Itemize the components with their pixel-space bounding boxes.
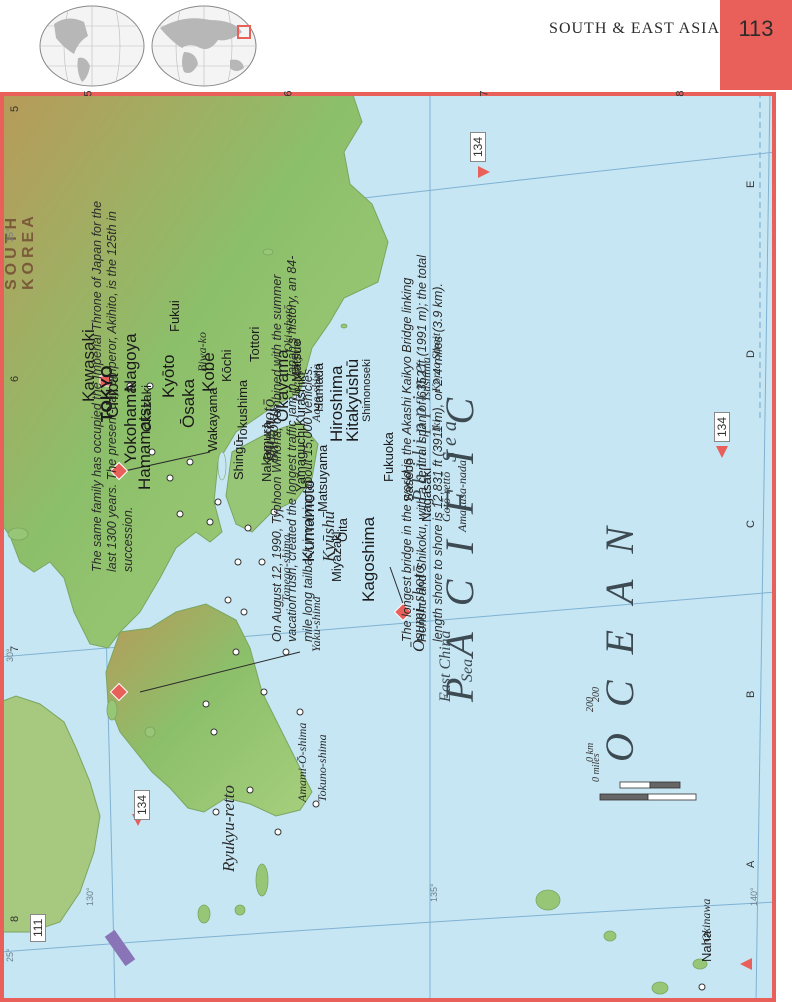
grid-row-label-top-5: 5: [82, 90, 95, 97]
city-label-kyoto: Kyōto: [159, 354, 178, 398]
ocean-label-ocean: OCEAN: [597, 500, 642, 762]
label-kyushu: Kyūshū: [319, 511, 338, 562]
page-ref-134-top[interactable]: 134: [470, 131, 486, 162]
city-label-okazaki: Okazaki: [139, 385, 154, 432]
grid-col-label-a: A: [745, 860, 757, 868]
label-okinawa: Okinawa: [699, 898, 713, 942]
fact-note-akashi-bridge: The longest bridge in the world is the A…: [400, 254, 445, 642]
scale-bar: [599, 781, 697, 801]
world-locator-globe-icon: [39, 5, 257, 87]
city-label-kagoshima: Kagoshima: [359, 516, 378, 602]
grid-col-label-b: B: [745, 690, 757, 698]
city-label-kochi: Kōchi: [219, 349, 234, 382]
grid-row-label-left-5: 5: [9, 105, 21, 112]
shikoku-landmass: [225, 421, 319, 533]
city-label-shingu: Shingū: [231, 439, 246, 480]
west-page-ref-arrow: [740, 958, 752, 970]
page-ref-134-right[interactable]: 134: [714, 411, 730, 442]
page-ref-111[interactable]: 111: [30, 913, 46, 942]
grid-row-label-top-6: 6: [282, 90, 295, 97]
latitude-label-35: 35°: [5, 228, 15, 242]
city-label-fukui: Fukui: [167, 300, 182, 332]
grid-row-label-top-7: 7: [478, 90, 491, 97]
small-islands: [7, 248, 708, 995]
city-dots: [126, 382, 706, 991]
scale-miles-label: 0 miles: [591, 753, 602, 782]
grid-col-label-d: D: [745, 350, 757, 358]
grid-row-label-left-8: 8: [9, 915, 21, 922]
label-biwa-ko: Biwa-ko: [195, 332, 209, 372]
section-title: SOUTH & EAST ASIA: [549, 20, 720, 37]
page-number: 113: [738, 16, 774, 41]
city-label-shimonoseki: Shimonoseki: [361, 359, 373, 422]
city-label-kitakyushu: Kitakyūshū: [343, 358, 362, 442]
page-header: SOUTH & EAST ASIA 113: [0, 0, 792, 92]
latitude-label-25: 25°: [5, 948, 15, 962]
city-label-fukuoka: Fukuoka: [381, 432, 396, 482]
fact-note-typhoon-winona: On August 12, 1990, Typhoon Winona, comb…: [270, 255, 315, 642]
note-marker-diamonds: [109, 461, 413, 702]
page-ref-134-bottom[interactable]: 134: [134, 789, 150, 820]
city-label-wakayama: Wakayama: [205, 387, 220, 452]
fact-note-imperial-throne: The same family has occupied the Imperia…: [90, 200, 135, 572]
grid-row-label-left-7: 7: [9, 645, 21, 652]
grid-col-label-e: E: [745, 180, 757, 188]
city-label-osaka: Ōsaka: [179, 378, 198, 428]
page-number-box: 113: [720, 0, 792, 90]
longitude-label-130: 130°: [85, 887, 95, 906]
lake-biwa: [217, 451, 227, 481]
grid-row-label-top-8: 8: [674, 90, 687, 97]
kyushu-landmass: [105, 603, 313, 817]
longitude-label-140: 140°: [749, 887, 759, 906]
label-tokuno-shima: Tokuno-shima: [315, 734, 329, 802]
longitude-label-135: 135°: [429, 883, 439, 902]
label-amami-o-shima: Amami-Ō-shima: [295, 722, 309, 802]
tokyo-capital-marker: [99, 375, 111, 387]
label-ryukyu-retto: Ryukyu-retto: [219, 785, 238, 872]
grid-col-label-c: C: [745, 520, 757, 528]
city-label-tokushima: Tokushima: [235, 379, 250, 442]
city-label-tottori: Tottori: [247, 326, 262, 362]
korea-strait-marker: [104, 929, 136, 967]
frame-edge-ticks: [0, 92, 776, 1002]
grid-row-label-left-6: 6: [9, 375, 21, 382]
honshu-landmass: [0, 92, 389, 649]
ocean-label-pacific: PACIFIC: [437, 371, 482, 702]
scale-miles-200: 200: [591, 687, 602, 702]
